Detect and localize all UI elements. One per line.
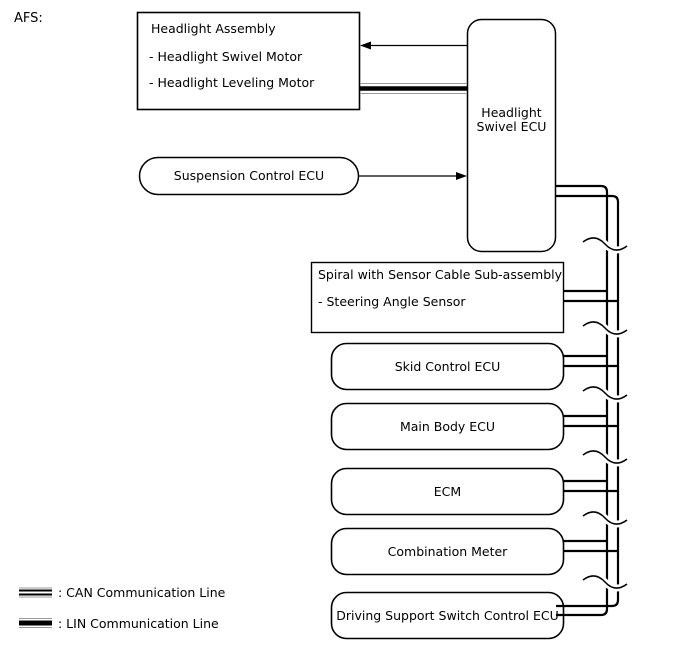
legend-lin-label: : LIN Communication Line <box>58 616 219 631</box>
can-stub-ecm <box>564 479 618 493</box>
headlight-assembly-item-1: - Headlight Leveling Motor <box>149 75 315 90</box>
skid-control-ecu-box <box>330 342 565 391</box>
headlight-assembly-box <box>136 11 361 111</box>
spiral-sensor-cable-title: Spiral with Sensor Cable Sub-assembly <box>318 267 563 282</box>
spiral-sensor-cable-box <box>310 261 565 334</box>
headlight-assembly-item-0: - Headlight Swivel Motor <box>149 49 303 64</box>
can-stub-skid-control-ecu <box>564 354 618 368</box>
skid-control-ecu-label: Skid Control ECU <box>394 359 501 374</box>
main-body-ecu-label: Main Body ECU <box>399 419 496 434</box>
can-stub-combination-meter <box>564 539 618 553</box>
arrow-ecu-to-headlight-assembly <box>360 41 467 50</box>
can-stub-spiral-sensor-cable <box>564 289 618 303</box>
suspension-control-ecu-box <box>138 156 360 196</box>
spiral-sensor-cable-item-0: - Steering Angle Sensor <box>318 294 466 309</box>
headlight-swivel-ecu-label-line1: Headlight <box>481 105 542 120</box>
legend-can-swatch <box>19 587 52 598</box>
suspension-control-ecu-label: Suspension Control ECU <box>173 168 325 183</box>
ecm-box <box>330 467 565 516</box>
headlight-swivel-ecu-label-line2: Swivel ECU <box>476 119 547 134</box>
legend-can-label: : CAN Communication Line <box>58 585 226 600</box>
combination-meter-box <box>330 527 565 576</box>
lin-line-headlight-assembly <box>360 83 467 94</box>
main-body-ecu-box <box>330 402 565 451</box>
legend-lin-swatch <box>19 618 52 628</box>
headlight-assembly-title: Headlight Assembly <box>151 21 276 36</box>
combination-meter-label: Combination Meter <box>387 544 508 559</box>
ecm-label: ECM <box>433 484 462 499</box>
can-stub-main-body-ecu <box>564 414 618 428</box>
headlight-swivel-ecu-box <box>466 18 557 253</box>
driving-support-switch-control-ecu-label: Driving Support Switch Control ECU <box>336 608 559 623</box>
diagram-title: AFS: <box>14 11 43 26</box>
wire-break-squiggles <box>580 234 630 592</box>
arrow-suspension-to-swivel-ecu <box>359 172 467 180</box>
